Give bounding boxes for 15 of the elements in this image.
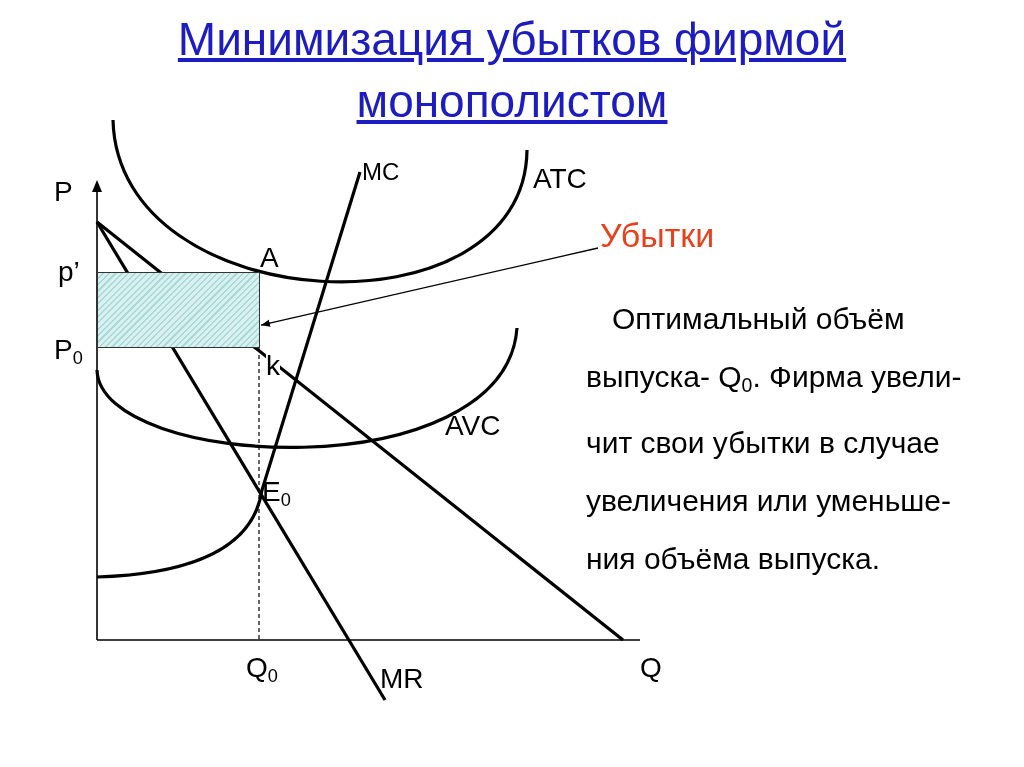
leader-line: [260, 247, 599, 327]
title-heading: Минимизация убытков фирмой монополистом: [177, 13, 847, 127]
curve-label: MR: [380, 665, 424, 693]
price-label: P$_{0}$: [54, 336, 83, 367]
explanation-text: Оптимальный объём выпуска- Q$_{0}$. Фирма увели- чит свои убытки в случае увеличения или уменьше- ния объёма выпуска.: [586, 301, 963, 577]
axis-label: P: [54, 178, 73, 206]
quantity-label: Q$_{0}$: [246, 654, 278, 685]
axis-label: Q: [640, 654, 662, 682]
callout-label: Убытки: [600, 218, 715, 252]
curve-label: АТС: [533, 165, 587, 193]
curve-label: AVC: [445, 412, 501, 440]
curve-label: МС: [362, 160, 400, 184]
point-label: A: [260, 244, 279, 272]
loss-area: [97, 272, 260, 348]
price-label: p’: [58, 258, 80, 286]
